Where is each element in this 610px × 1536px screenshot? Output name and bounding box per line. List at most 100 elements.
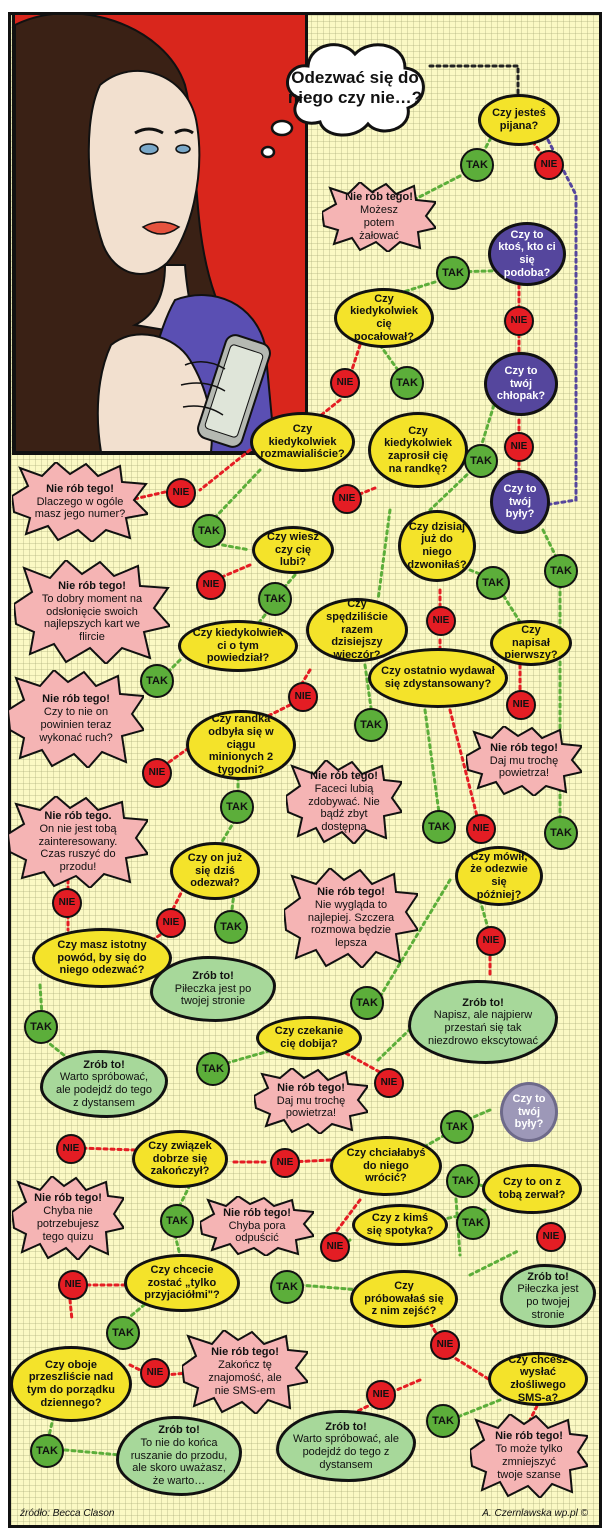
question-said-later: Czy mówił, że odezwie się później? (455, 846, 543, 906)
no-circle: NIE (140, 1358, 170, 1388)
yes-circle: TAK (446, 1164, 480, 1198)
do-it-ball-your-side-1: Zrób to!Piłeczka jest po twojej stronie (150, 956, 276, 1022)
no-circle: NIE (156, 908, 186, 938)
no-circle: NIE (56, 1134, 86, 1164)
yes-circle: TAK (220, 790, 254, 824)
yes-circle: TAK (106, 1316, 140, 1350)
question-he-broke-up: Czy to on z tobą zerwał? (482, 1164, 582, 1214)
yes-circle: TAK (456, 1206, 490, 1240)
yes-circle: TAK (476, 566, 510, 600)
yes-circle: TAK (390, 366, 424, 400)
question-are-you-drunk: Czy jesteś pijana? (478, 94, 560, 146)
question-ever-asked-date: Czy kiedykolwiek zaprosił cię na randkę? (368, 412, 468, 488)
question-ever-told-you: Czy kiedykolwiek ci o tym powiedział? (178, 620, 298, 672)
dont-give-air-2: Nie rób tego!Daj mu trochę powietrza! (254, 1068, 368, 1134)
question-your-boyfriend: Czy to twój chłopak? (484, 352, 558, 416)
no-circle: NIE (196, 570, 226, 600)
dont-end-not-by-sms: Nie rób tego!Zakończ tę znajomość, ale n… (182, 1330, 308, 1414)
no-circle: NIE (58, 1270, 88, 1300)
no-circle: NIE (166, 478, 196, 508)
question-date-last-2-weeks: Czy randka odbyła się w ciągu minionych … (186, 710, 296, 780)
dont-have-number: Nie rób tego!Dlaczego w ogóle masz jego … (12, 462, 148, 542)
dont-honest-talk: Nie rób tego!Nie wygląda to najlepiej. S… (284, 868, 418, 968)
page-title: Odezwać się do niego czy nie…? (287, 67, 423, 107)
question-important-reason: Czy masz istotny powód, by się do niego … (32, 928, 172, 988)
yes-circle: TAK (440, 1110, 474, 1144)
question-send-mean-sms: Czy chcesz wysłać złośliwego SMS-a? (488, 1352, 588, 1406)
yes-circle: TAK (544, 554, 578, 588)
no-circle: NIE (504, 432, 534, 462)
yes-circle: TAK (160, 1204, 194, 1238)
author-credit: A. Czernlawska wp.pl © (482, 1508, 588, 1519)
yes-circle: TAK (422, 810, 456, 844)
yes-circle: TAK (24, 1010, 58, 1044)
yes-circle: TAK (30, 1434, 64, 1468)
question-your-ex-2: Czy to twój były? (500, 1082, 558, 1142)
thought-cloud-icon (286, 43, 425, 137)
yes-circle: TAK (436, 256, 470, 290)
question-someone-you-like: Czy to ktoś, kto ci się podoba? (488, 222, 566, 286)
do-it-ball-your-side-2: Zrób to!Piłeczka jest po twojej stronie (500, 1264, 596, 1328)
yes-circle: TAK (350, 986, 384, 1020)
yes-circle: TAK (196, 1052, 230, 1086)
no-circle: NIE (320, 1232, 350, 1262)
dont-not-interested: Nie rób tego.On nie jest tobą zaintereso… (8, 796, 148, 888)
question-just-friends: Czy chcecie zostać „tylko przyjaciółmi"? (124, 1254, 240, 1312)
yes-circle: TAK (460, 148, 494, 182)
question-seeing-someone: Czy z kimś się spotyka? (352, 1204, 448, 1246)
dont-let-go: Nie rób tego!Chyba pora odpuścić (200, 1196, 314, 1256)
no-circle: NIE (288, 682, 318, 712)
no-circle: NIE (430, 1330, 460, 1360)
no-circle: NIE (330, 368, 360, 398)
no-circle: NIE (270, 1148, 300, 1178)
dont-regret: Nie rób tego!Możesz potem żałować (322, 182, 436, 252)
yes-circle: TAK (258, 582, 292, 616)
comic-panel (12, 12, 308, 455)
yes-circle: TAK (426, 1404, 460, 1438)
source-credit: źródło: Becca Clason (20, 1508, 115, 1519)
question-moved-on: Czy oboje przeszliście nad tym do porząd… (10, 1346, 132, 1422)
question-wrote-first: Czy napisał pierwszy? (490, 620, 572, 666)
no-circle: NIE (426, 606, 456, 636)
woman-with-phone-illustration (15, 15, 305, 452)
dont-give-air-1: Nie rób tego!Daj mu trochę powietrza! (466, 726, 582, 796)
question-know-if-likes: Czy wiesz czy cię lubi? (252, 526, 334, 574)
do-it-with-distance-2: Zrób to!Warto spróbować, ale podejdź do … (276, 1410, 416, 1482)
question-called-today-him: Czy on już się dziś odezwał? (170, 842, 260, 900)
no-circle: NIE (374, 1068, 404, 1098)
question-tried-getting-back: Czy próbowałaś się z nim zejść? (350, 1270, 458, 1328)
yes-circle: TAK (192, 514, 226, 548)
dont-his-move: Nie rób tego!Czy to nie on powinien tera… (8, 670, 144, 768)
dont-lower-chances: Nie rób tego!To może tylko zmniejszyć tw… (470, 1414, 588, 1498)
no-circle: NIE (366, 1380, 396, 1410)
no-circle: NIE (142, 758, 172, 788)
question-get-back: Czy chciałabyś do niego wrócić? (330, 1136, 442, 1196)
no-circle: NIE (536, 1222, 566, 1252)
question-ever-talked: Czy kiedykolwiek rozmawialiście? (250, 412, 355, 472)
question-ever-kissed: Czy kiedykolwiek cię pocałował? (334, 288, 434, 348)
no-circle: NIE (466, 814, 496, 844)
question-called-today: Czy dzisiaj już do niego dzwoniłaś? (398, 510, 476, 582)
yes-circle: TAK (354, 708, 388, 742)
yes-circle: TAK (214, 910, 248, 944)
no-circle: NIE (52, 888, 82, 918)
question-ended-well: Czy związek dobrze się zakończył? (132, 1130, 228, 1188)
dont-no-quiz-needed: Nie rób tego!Chyba nie potrzebujesz tego… (12, 1176, 124, 1260)
no-circle: NIE (332, 484, 362, 514)
no-circle: NIE (476, 926, 506, 956)
yes-circle: TAK (464, 444, 498, 478)
question-spent-evening: Czy spędziliście razem dzisiejszy wieczó… (306, 598, 408, 662)
yes-circle: TAK (140, 664, 174, 698)
no-circle: NIE (534, 150, 564, 180)
question-distanced: Czy ostatnio wydawał się zdystansowany? (368, 648, 508, 708)
thought-bubbles-icon (260, 119, 294, 159)
question-waiting-kills: Czy czekanie cię dobija? (256, 1016, 362, 1060)
dont-too-available: Nie rób tego!Faceci lubią zdobywać. Nie … (286, 760, 402, 844)
no-circle: NIE (504, 306, 534, 336)
do-it-with-distance-1: Zrób to!Warto spróbować, ale podejdź do … (40, 1050, 168, 1118)
question-your-ex: Czy to twój były? (490, 470, 550, 534)
yes-circle: TAK (270, 1270, 304, 1304)
do-it-calm-down: Zrób to!Napisz, ale najpierw przestań si… (408, 980, 558, 1064)
yes-circle: TAK (544, 816, 578, 850)
